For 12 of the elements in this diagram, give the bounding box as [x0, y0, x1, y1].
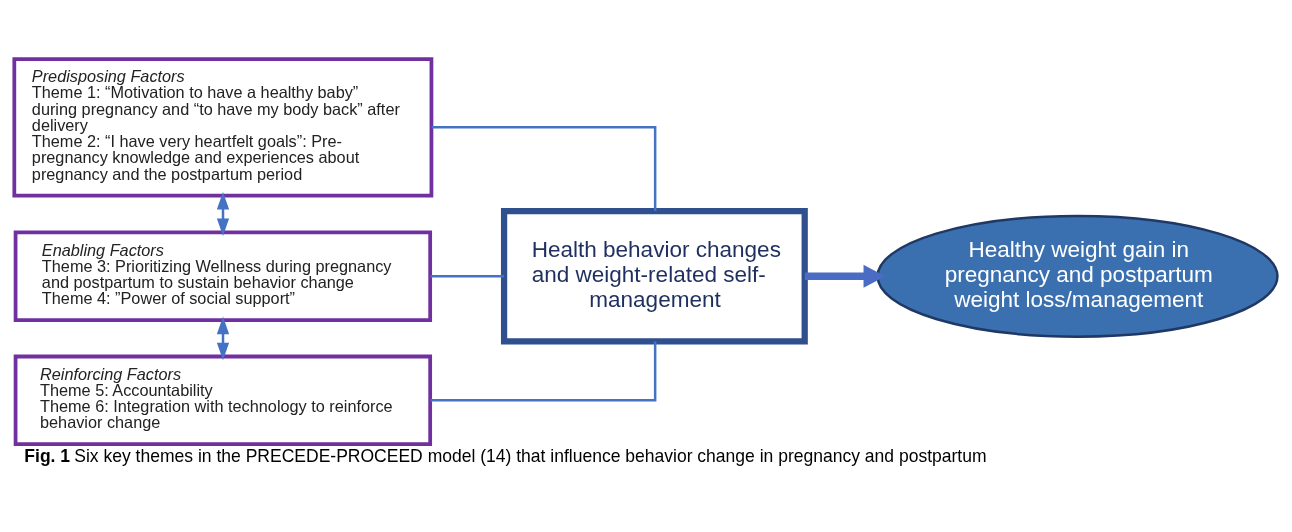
node-box: Enabling Factors Theme 3: Prioritizing Wellness during pregnancy and postpartum to sustain behavior change Theme 4: ”Power of social support” — [13, 230, 433, 323]
caption: Fig. 1 Six key themes in the PRECEDE-PROCEED model (14) that influence behavior change in pregnancy and postpartum — [24, 445, 987, 466]
node-box: Predisposing Factors Theme 1: “Motivation to have a healthy baby” during pregnancy and “to have my body back” after delivery Theme 2: “I have very heartfelt goals”: Pre-pregnancy knowledge and experiences about pregnancy and the postpartum period — [12, 57, 434, 198]
arrow — [804, 264, 886, 288]
node-box: Reinforcing Factors Theme 5: Accountability Theme 6: Integration with technology to reinforce behavior change — [13, 354, 433, 447]
node-box: Health behavior changes and weight-related self-management — [500, 208, 808, 345]
arrow — [216, 191, 230, 236]
connector — [430, 341, 657, 402]
connector — [430, 275, 505, 278]
arrow — [216, 316, 230, 361]
connector — [431, 126, 657, 211]
node-ellipse: Healthy weight gain in pregnancy and postpartum weight loss/management — [876, 214, 1279, 338]
